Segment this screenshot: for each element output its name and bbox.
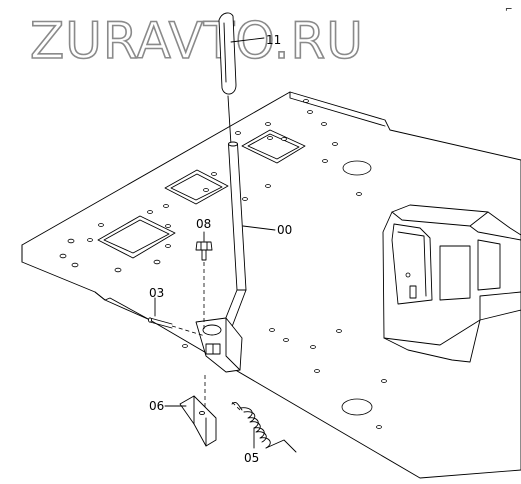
floor-hole xyxy=(342,160,372,176)
floor-hole xyxy=(341,398,373,416)
callout-11: 11 xyxy=(266,33,281,47)
callout-06: 06 xyxy=(149,399,164,413)
callout-08: 08 xyxy=(196,217,211,231)
lever-rod xyxy=(220,95,247,333)
callout-00: 00 xyxy=(277,223,292,237)
leader-lines xyxy=(154,37,276,449)
corner-mark: ⌐ xyxy=(505,5,513,15)
lever-bracket xyxy=(195,317,243,373)
floor-opening xyxy=(241,129,306,164)
operator-cab xyxy=(382,204,521,363)
floor-plate xyxy=(21,91,521,479)
floor-opening xyxy=(97,215,176,259)
bolt xyxy=(195,241,213,330)
lever-grip xyxy=(218,12,237,95)
pin xyxy=(148,317,206,337)
watermark: ZURAVTO.RU xyxy=(30,12,364,70)
floor-opening xyxy=(164,169,229,205)
callout-05: 05 xyxy=(244,451,259,465)
angle-bracket xyxy=(179,375,217,447)
spring xyxy=(231,401,297,453)
callout-03: 03 xyxy=(149,286,164,300)
